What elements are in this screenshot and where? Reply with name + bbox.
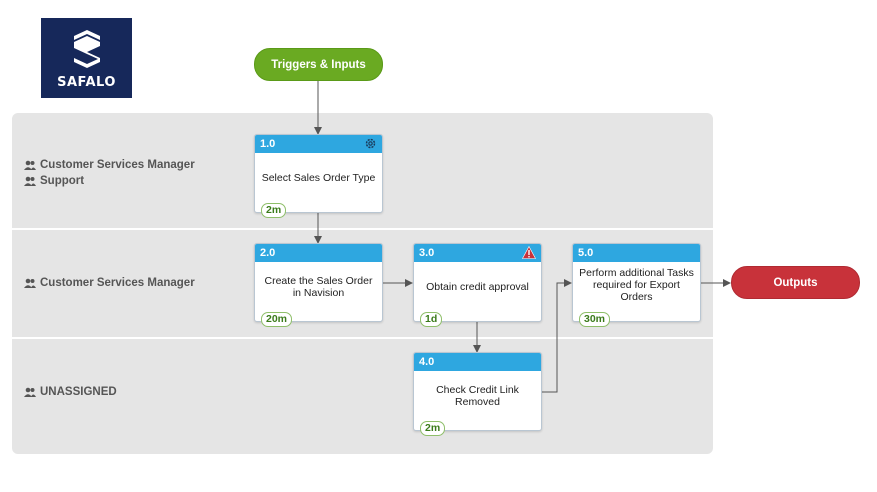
outputs-node[interactable]: Outputs (731, 266, 860, 299)
lane-2-label: Customer Services Manager (24, 275, 195, 291)
lane-1: Customer Services Manager Support (12, 113, 713, 228)
task-2[interactable]: 2.0 Create the Sales Order in Navision 2… (254, 243, 383, 327)
triggers-inputs-label: Triggers & Inputs (271, 58, 366, 71)
task-1-header: 1.0 (255, 135, 382, 153)
task-1-duration: 2m (261, 203, 287, 218)
outputs-label: Outputs (773, 276, 818, 289)
lane-2: Customer Services Manager (12, 230, 713, 337)
task-3-id: 3.0 (419, 247, 435, 259)
people-icon (24, 387, 36, 397)
task-4-id: 4.0 (419, 356, 435, 368)
task-5-id: 5.0 (578, 247, 594, 259)
triggers-inputs-node[interactable]: Triggers & Inputs (254, 48, 383, 81)
connector-4-to-5 (540, 279, 572, 393)
task-2-duration: 20m (261, 312, 293, 327)
task-1[interactable]: 1.0 Select Sales Order Type 2m (254, 134, 383, 218)
task-4-duration: 2m (420, 421, 446, 436)
lane-3-role-1: UNASSIGNED (40, 386, 117, 398)
warning-icon[interactable] (522, 246, 536, 259)
task-5-header: 5.0 (573, 244, 700, 262)
task-4-title: Check Credit Link Removed (436, 384, 519, 408)
task-4-header: 4.0 (414, 353, 541, 371)
task-4[interactable]: 4.0 Check Credit Link Removed 2m (413, 352, 542, 436)
task-2-header: 2.0 (255, 244, 382, 262)
people-icon (24, 160, 36, 170)
task-3[interactable]: 3.0 Obtain credit approval 1d (413, 243, 542, 327)
task-3-header: 3.0 (414, 244, 541, 262)
task-1-title: Select Sales Order Type (261, 172, 376, 184)
lane-3: UNASSIGNED (12, 339, 713, 454)
people-icon (24, 176, 36, 186)
safalo-logo: SAFALO (41, 18, 132, 98)
logo-mark-icon (74, 30, 100, 68)
lane-divider (12, 228, 713, 230)
task-2-title: Create the Sales Order in Navision (264, 275, 373, 299)
task-2-id: 2.0 (260, 247, 276, 259)
task-5-duration: 30m (579, 312, 611, 327)
people-icon (24, 278, 36, 288)
gear-icon[interactable] (364, 137, 377, 150)
lane-3-label: UNASSIGNED (24, 384, 117, 400)
lane-1-label: Customer Services Manager Support (24, 157, 195, 189)
logo-text: SAFALO (57, 75, 116, 90)
task-3-duration: 1d (420, 312, 443, 327)
task-5-title: Perform additional Tasks required for Ex… (579, 267, 694, 303)
task-5[interactable]: 5.0 Perform additional Tasks required fo… (572, 243, 701, 327)
lane-1-role-1: Customer Services Manager (40, 159, 195, 171)
lane-2-role-1: Customer Services Manager (40, 277, 195, 289)
task-1-id: 1.0 (260, 138, 276, 150)
lane-1-role-2: Support (40, 175, 85, 187)
lane-divider (12, 337, 713, 339)
task-3-title: Obtain credit approval (426, 281, 529, 293)
